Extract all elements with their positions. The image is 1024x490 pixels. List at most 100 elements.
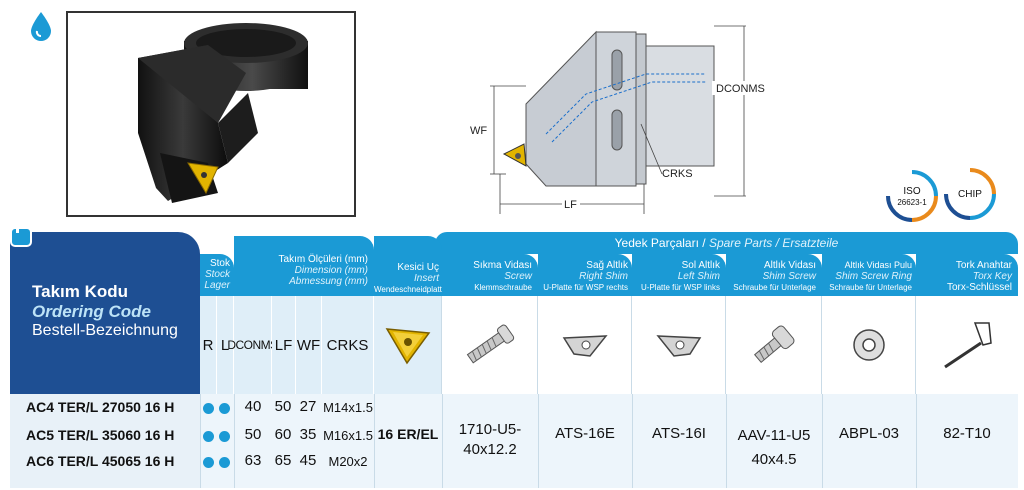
shim-ring-en: Shim Screw Ring: [835, 271, 912, 282]
code-column: [10, 394, 200, 488]
iso-badge: ISO 26623-1: [886, 170, 938, 222]
left-shim-icon: [655, 335, 701, 357]
wf-value: 45: [299, 452, 317, 469]
torx-key-en: Torx Key: [972, 271, 1012, 282]
shim-ring-header: Altlık Vidası Pulu Shim Screw Ring Schra…: [822, 254, 916, 296]
insert-icon: [385, 328, 430, 365]
left-shim-header: Sol Altlık Left Shim U-Platte für WSP li…: [632, 254, 726, 296]
iso-number: 26623-1: [897, 198, 927, 207]
product-photo: [66, 11, 356, 217]
insert-header: Kesici Uç Insert Wendeschneidplatte: [374, 236, 447, 296]
table-row-code: AC4 TER/L 27050 16 H: [26, 399, 175, 415]
left-shim-en: Left Shim: [677, 271, 720, 282]
iso-label: ISO: [903, 186, 920, 197]
stock-r-dot: [203, 403, 214, 414]
shim-screw-value: AAV-11-U5 40x4.5: [737, 427, 811, 468]
left-shim-image-cell: [632, 296, 726, 394]
crks-col: CRKS: [322, 296, 374, 394]
right-shim-icon: [562, 335, 608, 357]
screw-de: Klemmschraube: [474, 283, 532, 292]
shim-screw-de: Schraube für Unterlage: [733, 283, 816, 292]
ordering-tr: Takım Kodu: [32, 282, 129, 301]
wf-value: 27: [299, 398, 317, 415]
stock-l-dot: [219, 457, 230, 468]
lf-value: 65: [274, 452, 292, 469]
torx-key-de: Torx-Schlüssel: [946, 282, 1012, 293]
shim-screw-header: Altlık Vidası Shim Screw Schraube für Un…: [726, 254, 822, 296]
wf-value: 35: [299, 426, 317, 443]
ordering-en: Ordering Code: [32, 302, 152, 321]
stock-header: Stok Stock Lager: [200, 254, 234, 296]
chip-badge: CHIP: [944, 168, 996, 220]
stock-r-dot: [203, 457, 214, 468]
shim-ring-value: ABPL-03: [838, 425, 900, 442]
shim-screw-en: Shim Screw: [762, 271, 816, 282]
screw-tr: Sıkma Vidası: [473, 260, 532, 271]
screw-en: Screw: [504, 271, 532, 282]
dimension-header: Takım Ölçüleri (mm) Dimension (mm) Abmes…: [234, 236, 374, 296]
chip-label: CHIP: [958, 189, 982, 200]
torx-key-header: Tork Anahtar Torx Key Torx-Schlüssel: [916, 254, 1018, 296]
screw-image-cell: [442, 296, 538, 394]
crks-value: M20x2: [328, 454, 368, 469]
table-row-code: AC5 TER/L 35060 16 H: [26, 427, 175, 443]
insert-de: Wendeschneidplatte: [374, 285, 447, 294]
spare-parts-tr: Yedek Parçaları /: [614, 236, 706, 250]
lf-value: 50: [274, 398, 292, 415]
stock-l-dot: [219, 403, 230, 414]
dconms-value: 63: [244, 452, 262, 469]
right-shim-image-cell: [538, 296, 632, 394]
spare-parts-de: Ersatzteile: [782, 236, 839, 250]
dconms-value: 50: [244, 426, 262, 443]
wf-col: WF: [296, 296, 322, 394]
lf-col: LF: [272, 296, 296, 394]
dimension-en: Dimension (mm): [294, 265, 368, 276]
table-row-code: AC6 TER/L 45065 16 H: [26, 453, 175, 469]
label-dconms: DCONMS: [716, 83, 765, 95]
shim-ring-de: Schraube für Unterlage: [829, 283, 912, 292]
shim-screw-tr: Altlık Vidası: [763, 260, 816, 271]
left-shim-tr: Sol Altlık: [681, 260, 720, 271]
stock-de: Lager: [204, 280, 230, 291]
shim-ring-tr: Altlık Vidası Pulu: [844, 260, 912, 270]
right-shim-value: ATS-16E: [555, 425, 615, 442]
stock-en: Stock: [204, 269, 230, 280]
right-shim-de: U-Platte für WSP rechts: [543, 283, 628, 292]
crks-value: M14x1.5: [323, 400, 373, 415]
shim-screw-ring-icon: [852, 329, 885, 361]
document-icon: [10, 227, 32, 247]
spare-parts-band: Yedek Parçaları / Spare Parts / Ersatzte…: [435, 232, 1018, 254]
left-shim-value: ATS-16I: [652, 425, 706, 442]
dconms-value: 40: [244, 398, 262, 415]
stock-r-dot: [203, 431, 214, 442]
ordering-de: Bestell-Bezeichnung: [32, 322, 178, 339]
dimension-de: Abmessung (mm): [289, 276, 368, 287]
label-wf: WF: [470, 125, 487, 137]
screw-header: Sıkma Vidası Screw Klemmschraube: [442, 254, 538, 296]
stock-tr: Stok: [209, 258, 230, 269]
insert-en: Insert: [413, 273, 439, 284]
insert-image-cell: [374, 296, 442, 394]
stock-r-col: R: [200, 296, 217, 394]
shim-ring-image-cell: [822, 296, 916, 394]
label-lf: LF: [564, 199, 577, 211]
insert-tr: Kesici Uç: [397, 262, 439, 273]
dimension-tr: Takım Ölçüleri (mm): [278, 254, 368, 265]
right-shim-en: Right Shim: [579, 271, 628, 282]
dconms-col: DCONMS: [227, 296, 278, 394]
crks-value: M16x1.5: [323, 428, 373, 443]
clamping-screw-icon: [466, 324, 514, 364]
right-shim-tr: Sağ Altlık: [586, 260, 628, 271]
ordering-code-header: Takım Kodu Ordering Code Bestell-Bezeich…: [10, 232, 200, 394]
shim-screw-image-cell: [726, 296, 822, 394]
torx-key-image-cell: [916, 296, 1018, 394]
torx-key-icon: [944, 322, 992, 369]
lf-value: 60: [274, 426, 292, 443]
spare-parts-en: Spare Parts /: [708, 236, 779, 250]
right-shim-header: Sağ Altlık Right Shim U-Platte für WSP r…: [538, 254, 632, 296]
stock-l-dot: [219, 431, 230, 442]
label-crks: CRKS: [662, 168, 693, 180]
shim-screw-icon: [753, 325, 794, 364]
torx-key-value: 82-T10: [943, 425, 991, 442]
coolant-drop-icon: [31, 12, 51, 41]
